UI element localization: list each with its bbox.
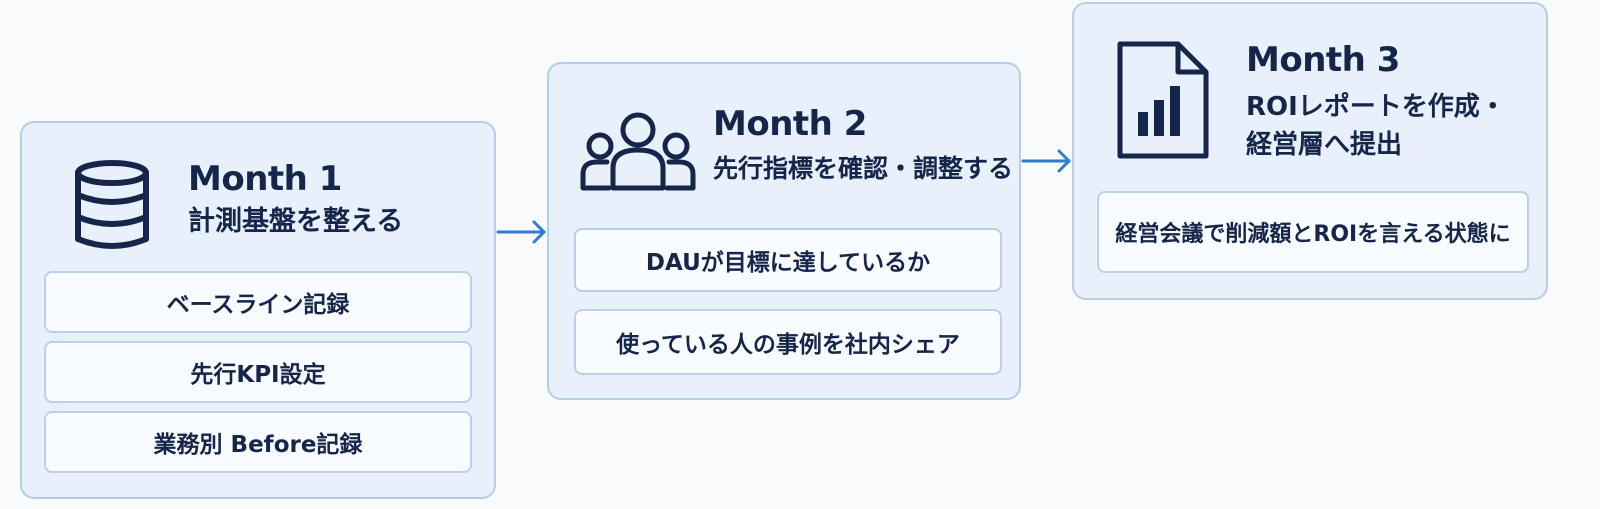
month-3-goal-line-2: 経営層へ提出 (1246, 130, 1403, 160)
month-1-item-kpi: 先行KPI設定 (44, 341, 472, 403)
month-2-goal: 先行指標を確認・調整する (713, 154, 1014, 183)
month-3-card: Month 3 ROIレポートを作成・ 経営層へ提出 経営会議で削減額とROIを… (1072, 2, 1548, 300)
month-3-goal-line-1: ROIレポートを作成・ (1246, 92, 1506, 122)
report-chart-icon (1117, 41, 1209, 159)
database-icon (75, 160, 149, 249)
month-3-title: Month 3 (1246, 40, 1400, 80)
people-icon (580, 112, 696, 191)
month-2-item-dau: DAUが目標に達しているか (574, 228, 1002, 292)
month-1-item-before: 業務別 Before記録 (44, 411, 472, 473)
arrow-month-1-to-2 (496, 220, 546, 244)
month-2-card: Month 2 先行指標を確認・調整する DAUが目標に達しているか 使っている… (547, 62, 1021, 400)
month-3-item-roi: 経営会議で削減額とROIを言える状態に (1097, 191, 1529, 273)
month-2-item-share: 使っている人の事例を社内シェア (574, 309, 1002, 375)
month-1-title: Month 1 (188, 159, 342, 199)
arrow-month-2-to-3 (1021, 149, 1071, 173)
month-1-card: Month 1 計測基盤を整える ベースライン記録 先行KPI設定 業務別 Be… (20, 121, 496, 499)
month-1-item-baseline: ベースライン記録 (44, 271, 472, 333)
month-2-title: Month 2 (713, 104, 867, 144)
month-1-goal: 計測基盤を整える (188, 206, 404, 237)
